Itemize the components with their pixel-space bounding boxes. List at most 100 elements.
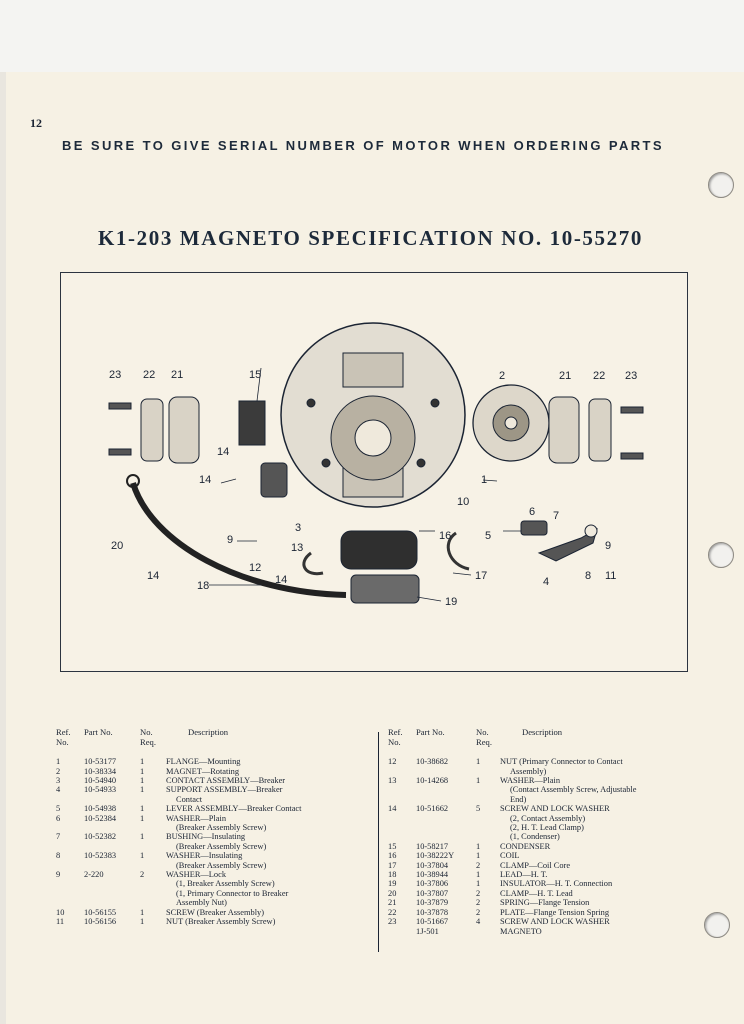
ref-cell: 21: [388, 898, 397, 908]
breaker-parts-drawing: [260, 462, 598, 562]
ref-cell: 14: [388, 804, 397, 814]
callout-14-c: 14: [275, 574, 287, 586]
ref-cell: 1: [56, 757, 61, 767]
callout-9: 9: [227, 534, 233, 546]
callout-7: 7: [553, 510, 559, 522]
part-number-cell: 10-54938: [84, 804, 117, 814]
part-number-cell: 10-37807: [416, 888, 449, 898]
quantity-cell: 1: [140, 804, 145, 814]
quantity-cell: 1: [140, 776, 145, 785]
parts-row: 16 10-38222Y 1 COIL: [386, 851, 686, 860]
quantity-cell: 1: [476, 851, 481, 861]
ref-cell: 6: [56, 813, 61, 823]
callout-23: 23: [109, 369, 121, 381]
callout-18: 18: [197, 580, 209, 592]
ref-cell: 20: [388, 888, 397, 898]
description-text: WASHER—Insulating: [166, 851, 243, 861]
description-cell: WASHER—Insulating(Breaker Assembly Screw…: [164, 851, 344, 870]
description-text: MAGNETO: [500, 926, 542, 936]
ordering-banner: BE SURE TO GIVE SERIAL NUMBER OF MOTOR W…: [62, 138, 664, 153]
callout-10: 10: [457, 496, 469, 508]
right-plates-drawing: [548, 396, 644, 464]
part-number-cell: 10-37878: [416, 907, 449, 917]
description-cell: MAGNETO: [498, 927, 686, 936]
description-text: CLAMP—Coil Core: [500, 860, 571, 870]
quantity-cell: 1: [140, 907, 145, 917]
description-text: SCREW AND LOCK WASHER: [500, 804, 610, 814]
header-desc: Description: [188, 727, 229, 737]
ht-lead-drawing: [130, 482, 347, 598]
description-cell: CONDENSER: [498, 842, 686, 851]
description-cell: PLATE—Flange Tension Spring: [498, 908, 686, 917]
quantity-cell: 1: [140, 851, 145, 861]
quantity-cell: 1: [476, 841, 481, 851]
part-number-cell: 10-51667: [416, 917, 449, 927]
description-text: WASHER—Lock: [166, 870, 227, 880]
part-number-cell: 10-54940: [84, 776, 117, 785]
callout-14-d: 14: [147, 570, 159, 582]
description-text: MAGNET—Rotating: [166, 766, 240, 776]
part-number-cell: 10-14268: [416, 776, 449, 785]
quantity-cell: 1: [476, 879, 481, 889]
quantity-cell: [474, 927, 498, 936]
ref-cell: 13: [388, 776, 397, 785]
part-number-cell: 10-38222Y: [416, 851, 455, 861]
description-cell: CLAMP—Coil Core: [498, 861, 686, 870]
description-cell: WASHER—Lock(1, Breaker Assembly Screw)(1…: [164, 870, 344, 908]
part-number-cell: 10-37806: [416, 879, 449, 889]
header-part: Part No.: [416, 727, 445, 737]
callout-3: 3: [295, 522, 301, 534]
part-number-cell: 10-38944: [416, 870, 449, 880]
description-subline: (1, Primary Connector to Breaker: [176, 888, 289, 898]
quantity-cell: 1: [476, 776, 481, 785]
header-ref: Ref. No.: [388, 727, 403, 747]
rotating-magnet-drawing: [472, 384, 550, 462]
ref-cell: 16: [388, 851, 397, 861]
ref-cell: 4: [56, 785, 61, 795]
part-number-cell: 10-52382: [84, 832, 117, 842]
header-req: No. Req.: [140, 727, 156, 747]
binder-hole-icon: [708, 172, 734, 198]
description-text: SUPPORT ASSEMBLY—Breaker: [166, 785, 283, 795]
callout-6: 6: [529, 506, 535, 518]
ref-cell: 12: [388, 757, 397, 767]
callout-22: 22: [143, 369, 155, 381]
binder-hole-icon: [704, 912, 730, 938]
ref-cell: 10: [56, 907, 65, 917]
parts-list-left: Ref. No. Part No. No. Req. Description 1…: [54, 727, 344, 927]
part-number-cell: 10-37879: [416, 898, 449, 908]
quantity-cell: 5: [476, 804, 481, 814]
description-text: CONTACT ASSEMBLY—Breaker: [166, 776, 286, 785]
quantity-cell: 1: [140, 832, 145, 842]
description-text: COIL: [500, 851, 520, 861]
part-number-cell: 10-56155: [84, 907, 117, 917]
callout-16: 16: [439, 530, 451, 542]
description-cell: SCREW AND LOCK WASHER(2, Contact Assembl…: [498, 804, 686, 842]
part-number-cell: 10-38682: [416, 757, 449, 767]
quantity-cell: 2: [476, 898, 481, 908]
ref-cell: 17: [388, 860, 397, 870]
description-subline: (2, H. T. Lead Clamp): [510, 823, 584, 833]
part-number-cell: 10-52384: [84, 813, 117, 823]
header-ref: Ref. No.: [56, 727, 71, 747]
callout-23-right: 23: [625, 370, 637, 382]
ref-cell: 3: [56, 776, 61, 785]
part-number-cell: 10-51662: [416, 804, 449, 814]
description-text: LEAD—H. T.: [500, 870, 548, 880]
description-subline: (Breaker Assembly Screw): [176, 823, 267, 833]
quantity-cell: 1: [140, 785, 145, 795]
description-cell: FLANGE—Mounting: [164, 757, 344, 766]
description-text: WASHER—Plain: [500, 776, 561, 785]
description-cell: NUT (Breaker Assembly Screw): [164, 917, 344, 926]
